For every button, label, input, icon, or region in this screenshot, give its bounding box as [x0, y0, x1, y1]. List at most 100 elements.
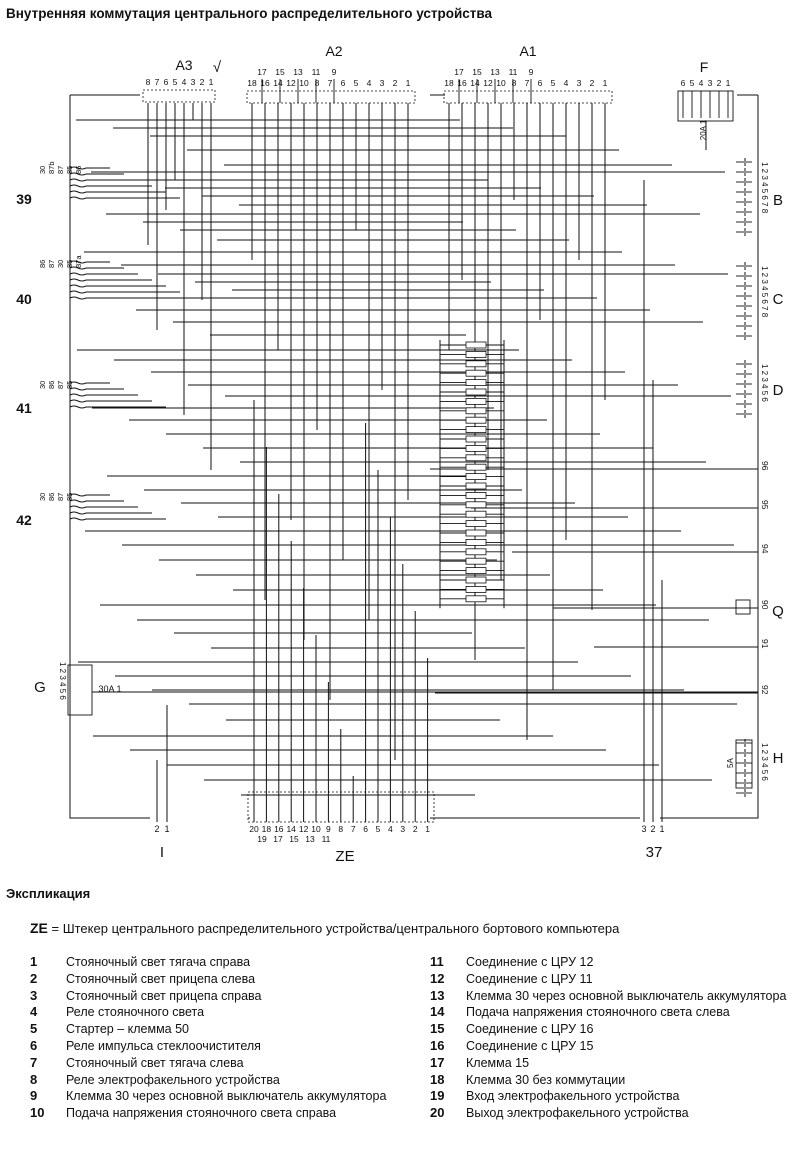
ze-text: = Штекер центрального распределительного… [47, 921, 620, 936]
relay-pin-label: 30 [38, 493, 47, 501]
connector-A1-pin-label: 16 [457, 78, 467, 88]
diode [465, 426, 487, 434]
connector-H-pin-labels: 1 2 3 4 5 6 [760, 743, 769, 781]
connector-A1-pin-label: 12 [483, 78, 493, 88]
connector-ZE-pin-label: 18 [262, 824, 272, 834]
relay-pin-label: 30 [38, 166, 47, 174]
connector-A2-pin-label: 6 [341, 78, 346, 88]
connector-A2-body [246, 90, 416, 104]
diode [465, 595, 487, 603]
connector-F-pin-label: 5 [690, 78, 695, 88]
connector-A2-pin-label: 17 [257, 67, 267, 77]
connector-F-pin-label: 3 [708, 78, 713, 88]
relay-coil [69, 493, 87, 497]
relay-label: 41 [16, 400, 32, 416]
connector-A2-pin-label: 14 [273, 78, 283, 88]
diode [465, 482, 487, 490]
connector-G-fuse: 30A 1 [98, 684, 121, 694]
diode [465, 539, 487, 546]
connector-A3-pin-label: 7 [155, 77, 160, 87]
relay-coil [69, 393, 87, 397]
connector-I-label: I [160, 844, 164, 861]
connector-F-label: F [700, 59, 709, 75]
connector-A1-label: A1 [519, 43, 536, 59]
diode [465, 369, 487, 377]
diode [465, 350, 487, 358]
connector-A3-pin-label: 2 [200, 77, 205, 87]
connector-A1-body [443, 90, 613, 104]
legend-heading: Экспликация [6, 886, 91, 901]
relay-pin-label: 87 [47, 260, 56, 268]
relay-coil [69, 172, 87, 176]
relay-pin-label: 87 [56, 381, 65, 389]
relay-coil [69, 381, 87, 385]
relay-coil [69, 399, 87, 403]
diode [465, 557, 487, 565]
connector-A2-pin-label: 1 [406, 78, 411, 88]
ze-abbr: ZE [30, 920, 48, 936]
diode [465, 529, 487, 537]
diode [465, 491, 487, 499]
connector-A1-pin-label: 4 [564, 78, 569, 88]
relay-pin-label: 87b [47, 161, 56, 174]
connector-ZE-pin-label: 3 [400, 824, 405, 834]
connector-ZE-pin-label: 5 [376, 824, 381, 834]
relay-coil [69, 178, 87, 182]
relay-pin-label: 85 [65, 166, 74, 174]
connector-ZE-pin-label: 9 [326, 824, 331, 834]
connector-H-fuse: 5A [726, 758, 735, 768]
relay-pin-label: 87a [74, 255, 83, 268]
connector-A1-pin-label: 1 [603, 78, 608, 88]
connector-A1-pin-label: 8 [512, 78, 517, 88]
connector-A2-pin-label: 16 [260, 78, 270, 88]
connector-A2-pin-label: 10 [299, 78, 309, 88]
legend-ze-definition: ZE = Штекер центрального распределительн… [30, 920, 619, 936]
connector-C-pin-labels: 1 2 3 4 5 6 7 8 [760, 266, 769, 318]
connector-ZE-pin-label: 10 [311, 824, 321, 834]
connector-37-pin-label: 2 [650, 824, 655, 834]
connector-A3-pin-label: 5 [173, 77, 178, 87]
relay-coil [69, 511, 87, 515]
connector-A3-pin-label: 3 [191, 77, 196, 87]
connector-37-pin-label: 3 [641, 824, 646, 834]
diode [465, 520, 487, 527]
diode [465, 379, 487, 387]
connector-37-pin-label: 1 [659, 824, 664, 834]
connector-ZE-pin-label: 16 [274, 824, 284, 834]
relay-label: 39 [16, 191, 32, 207]
connector-A3-pin-label: 8 [146, 77, 151, 87]
relay-pin-label: 85 [65, 260, 74, 268]
relay-coil [69, 505, 87, 509]
diagram-title: Внутренняя коммутация центрального распр… [6, 6, 493, 21]
connector-A1-pin-label: 10 [496, 78, 506, 88]
connector-G-pin-labels: 1 2 3 4 5 6 [58, 662, 67, 700]
relay-coil [69, 272, 87, 276]
relay-coil [69, 278, 87, 282]
relay-pin-label: 85 [65, 493, 74, 501]
connector-ZE-pin-label: 2 [413, 824, 418, 834]
connector-A1-pin-label: 15 [472, 67, 482, 77]
connector-A1-pin-label: 18 [444, 78, 454, 88]
connector-F-pin-label: 1 [726, 78, 731, 88]
relay-pin-label: 87 [56, 493, 65, 501]
relay-pin-label: 86 [47, 493, 56, 501]
diode [465, 473, 487, 481]
connector-F-body [677, 90, 734, 122]
diode [465, 510, 487, 518]
connector-A1-pin-label: 6 [538, 78, 543, 88]
connector-A1-pin-label: 17 [454, 67, 464, 77]
diode [465, 454, 487, 462]
